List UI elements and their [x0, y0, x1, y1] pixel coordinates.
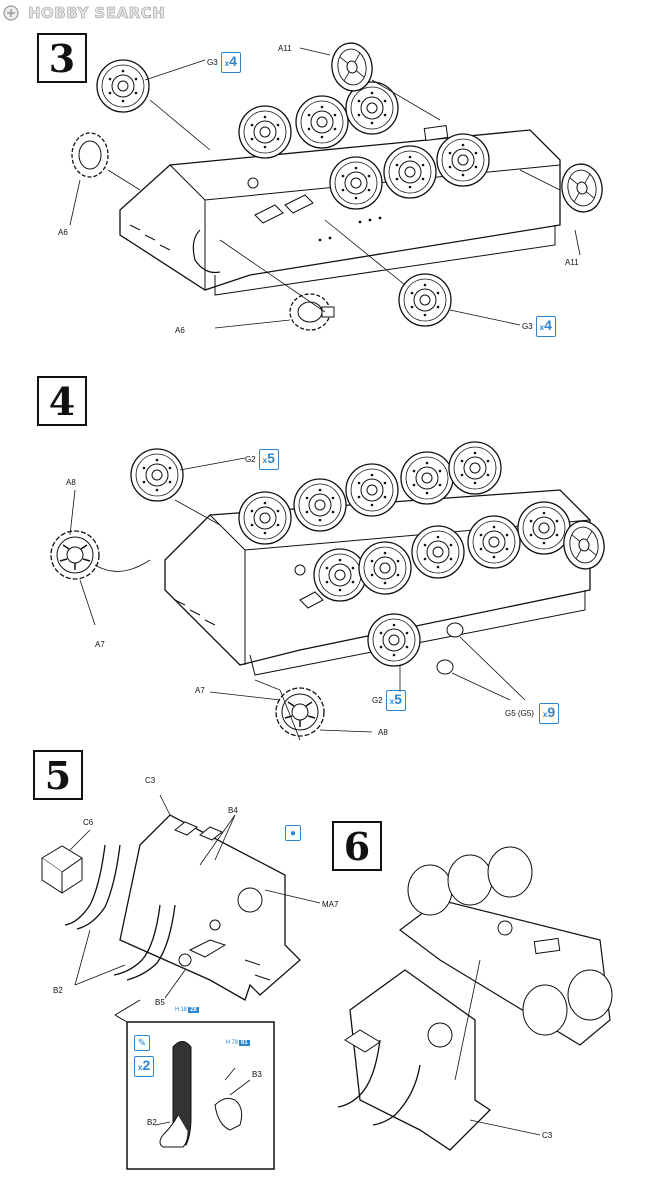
step5-label-b5: B5 [155, 998, 165, 1007]
step6-hull-wheels [399, 846, 613, 1046]
step5-c6-box [41, 845, 83, 894]
step5-inset-frame [126, 1021, 275, 1170]
watermark: HOBBY SEARCH [2, 2, 165, 24]
step3-label-a6-bottom: A6 [175, 326, 185, 335]
step5-label-c6: C6 [83, 818, 94, 827]
hobbysearch-logo-icon [3, 5, 19, 21]
step-number-4: 4 [37, 376, 87, 426]
step3-label-a11-right: A11 [565, 258, 579, 267]
step5-leader-lines [69, 794, 321, 999]
step5-label-b2: B2 [53, 986, 63, 995]
glue-drop-icon: ● [285, 825, 301, 841]
step5-inset-label-b3: B3 [252, 1070, 262, 1079]
step4-qty-g5: G5 (G5) x9 [505, 703, 560, 724]
step-number-6: 6 [332, 821, 382, 871]
step5-panel [119, 814, 301, 1001]
step5-inset-label-b2: B2 [147, 1118, 157, 1127]
step5-exhaust-pipes [64, 844, 176, 981]
step5-inset-pipe [154, 1041, 251, 1148]
step6-panel [337, 959, 541, 1151]
step3-hull [119, 124, 561, 296]
step-number-3: 3 [37, 33, 87, 83]
step4-label-a7-bottom: A7 [195, 686, 205, 695]
step4-hub-g5 [436, 622, 464, 675]
step-number-5: 5 [33, 750, 83, 800]
step5-label-ma7: MA7 [322, 900, 339, 909]
step4-label-a7-left: A7 [95, 640, 105, 649]
step3-qty-g3-bottom: G3 x4 [522, 316, 556, 337]
step4-qty-g2-top: G2 x5 [245, 449, 279, 470]
step4-label-a8-left: A8 [66, 478, 76, 487]
watermark-text: HOBBY SEARCH [28, 4, 166, 23]
step5-label-c3: C3 [145, 776, 156, 785]
paint-brush-icon: ✎ [134, 1035, 150, 1051]
step5-label-b4: B4 [228, 806, 238, 815]
step3-leader-lines [69, 47, 581, 329]
step3-sprocket-a6-top [71, 132, 109, 178]
step3-label-a11-top: A11 [278, 44, 292, 53]
step4-label-a8-bottom: A8 [378, 728, 388, 737]
step3-qty-g3-top: G3 x4 [207, 52, 241, 73]
step3-sprocket-a6-bottom [289, 293, 335, 331]
step3-label-a6-left: A6 [58, 228, 68, 237]
step6-label-c3: C3 [542, 1131, 553, 1140]
step4-leader-lines [69, 457, 526, 741]
step5-inset-qty: x2 [134, 1056, 155, 1077]
step4-qty-g2-bottom: G2 x5 [372, 690, 406, 711]
